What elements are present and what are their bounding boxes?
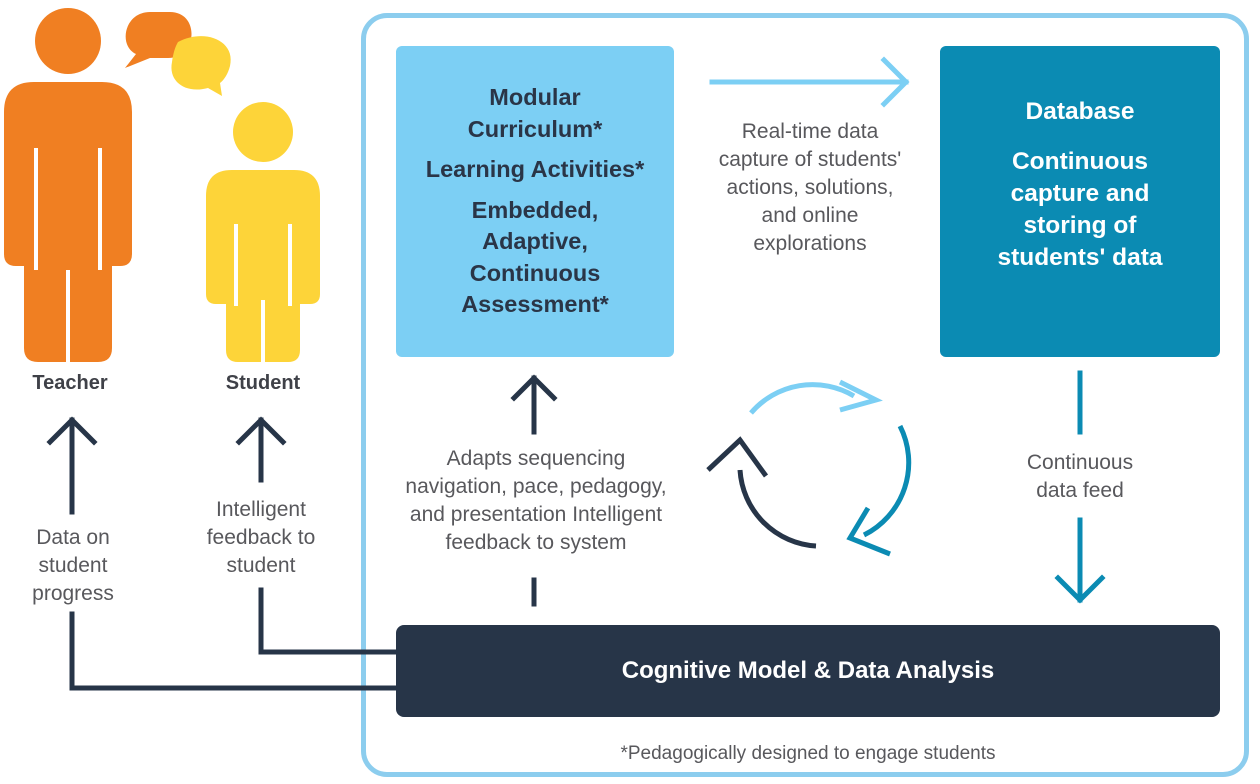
arrow-up-icon (510, 374, 558, 607)
student-label: Student (225, 372, 301, 394)
database-box: Database Continuous capture and storing … (940, 46, 1220, 357)
teacher-data-label: Data on student progress (32, 526, 114, 605)
footnote: *Pedagogically designed to engage studen… (620, 743, 996, 764)
arrow-down-icon (1054, 370, 1106, 604)
curriculum-line: Continuous (469, 259, 601, 286)
curriculum-line: Embedded, (471, 196, 599, 223)
curriculum-line: Assessment* (461, 291, 609, 318)
teacher-icon (4, 8, 132, 362)
student-feedback-label: Intelligent feedback to student (206, 498, 316, 577)
adapts-label: Adapts sequencing navigation, pace, peda… (405, 447, 667, 554)
teacher-label: Teacher (32, 372, 108, 394)
cycle-icon (706, 379, 912, 557)
data-feed-label: Continuous data feed (1026, 451, 1134, 502)
curriculum-line: Curriculum* (467, 115, 603, 142)
cognitive-model-box: Cognitive Model & Data Analysis (396, 625, 1220, 717)
database-line: capture and (1010, 179, 1150, 207)
database-line: Continuous (1011, 147, 1149, 175)
realtime-label: Real-time data capture of students' acti… (718, 120, 902, 255)
curriculum-line: Learning Activities* (425, 156, 645, 183)
arrow-right-icon (709, 56, 910, 108)
curriculum-box: Modular Curriculum* Learning Activities*… (396, 46, 674, 357)
student-icon (206, 102, 320, 362)
curriculum-line: Modular (489, 84, 581, 111)
teacher-feedback-arrow-icon (46, 416, 399, 691)
speech-bubble-yellow (171, 36, 231, 96)
cognitive-model-label: Cognitive Model & Data Analysis (621, 657, 995, 684)
curriculum-line: Adaptive, (482, 228, 588, 255)
database-line: storing of (1023, 211, 1137, 239)
speech-bubble-icon (125, 12, 231, 96)
database-title: Database (1025, 97, 1135, 125)
system-frame (361, 13, 1249, 777)
database-line: students' data (997, 243, 1163, 271)
student-feedback-arrow-icon (235, 416, 399, 655)
